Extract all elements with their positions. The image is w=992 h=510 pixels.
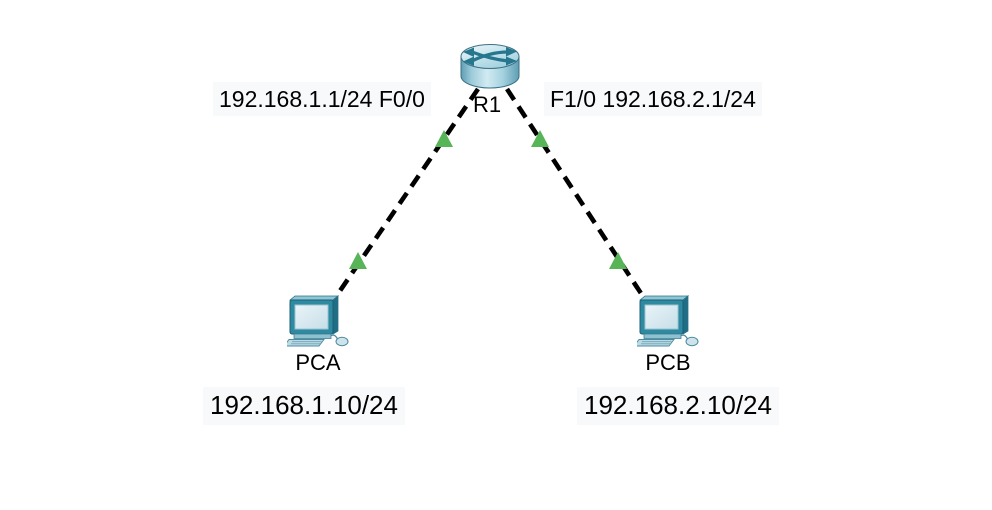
system-unit (643, 333, 682, 339)
router-label: R1 (473, 92, 502, 117)
router-icon[interactable] (459, 43, 521, 91)
pcb-label: PCB (645, 350, 691, 375)
monitor-side-face (332, 295, 339, 335)
link-up-triangle-pca (349, 252, 367, 269)
mouse (335, 336, 349, 347)
router-pinwheel-arrows-icon (463, 47, 517, 66)
monitor-screen (644, 304, 679, 330)
link-up-triangle-r1-f0-0 (435, 130, 453, 147)
link-r1-pca[interactable] (331, 87, 480, 303)
monitor-side-face (682, 295, 689, 335)
pc-icon-pcb[interactable] (637, 294, 703, 348)
pcb-ip-note: 192.168.2.10/24 (577, 387, 779, 425)
keyboard (637, 339, 675, 347)
mouse (685, 336, 699, 347)
pc-icon-pca[interactable] (287, 294, 353, 348)
monitor-screen (294, 304, 329, 330)
monitor-top-face (288, 295, 340, 301)
link-r1-pcb[interactable] (505, 87, 648, 303)
interface-label-f0-0: 192.168.1.1/24 F0/0 (213, 82, 431, 117)
monitor-top-face (638, 295, 690, 301)
pca-ip-note: 192.168.1.10/24 (203, 387, 405, 425)
link-up-triangle-pcb (609, 252, 627, 269)
system-unit (293, 333, 332, 339)
keyboard (287, 339, 325, 347)
interface-label-f1-0: F1/0 192.168.2.1/24 (544, 82, 762, 117)
link-up-triangle-r1-f1-0 (531, 130, 549, 147)
pca-label: PCA (295, 350, 341, 375)
